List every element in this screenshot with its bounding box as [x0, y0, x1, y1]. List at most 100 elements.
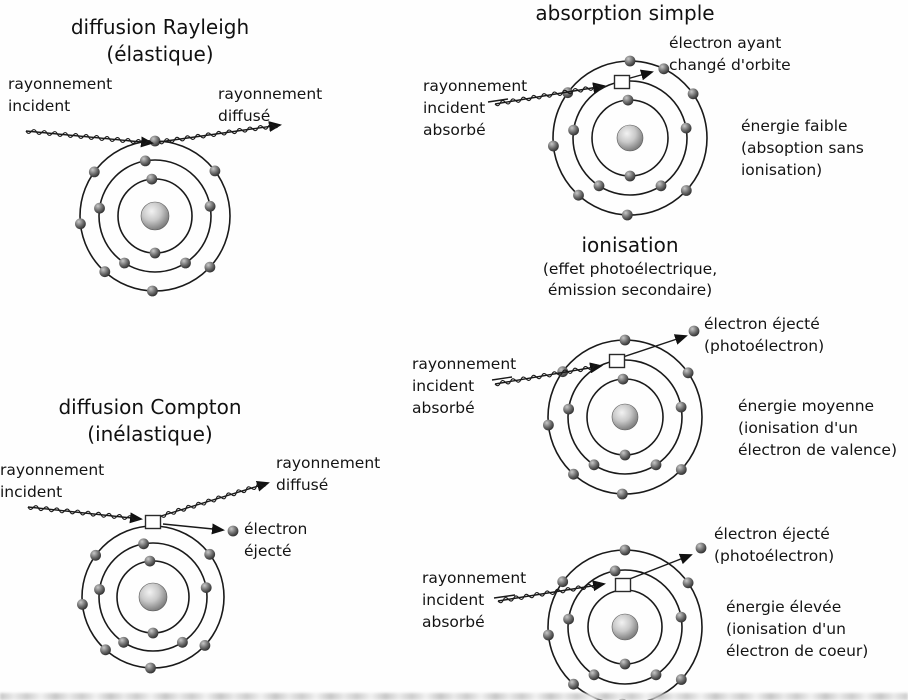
electron [624, 170, 636, 182]
electron [204, 548, 216, 560]
compton-incident-label: rayonnement incident [0, 461, 105, 501]
nucleus [616, 124, 644, 152]
absorption-incident-label: rayonnement incident absorbé [423, 77, 528, 139]
electron [588, 669, 600, 681]
compton-ejection-arrow [162, 523, 225, 535]
electron [199, 640, 211, 651]
nucleus [140, 201, 170, 231]
electron [200, 582, 212, 593]
electron [563, 403, 574, 415]
atom-ionisation-high [543, 544, 703, 700]
electron [622, 94, 634, 106]
ionisation-high-energy-label: énergie élevée (ionisation d'un électron… [726, 598, 869, 660]
electron [77, 599, 88, 610]
electron [650, 669, 662, 681]
rayleigh-scattered-label: rayonnement diffusé [218, 85, 323, 125]
electron [177, 636, 188, 648]
electron [209, 165, 221, 177]
electron [139, 155, 151, 167]
electron [568, 468, 579, 480]
ionisation-medium-incident-label: rayonnement incident absorbé [412, 355, 517, 417]
electron [680, 122, 692, 134]
electron-shell [567, 569, 683, 685]
absorption-vacancy-square [613, 74, 631, 90]
compton-scattered-label: rayonnement diffusé [276, 454, 381, 494]
compton-ejected-label: électron éjecté [244, 520, 308, 560]
electron [573, 189, 584, 201]
absorption-incident-wave [494, 82, 606, 107]
electron [682, 577, 694, 589]
electron [146, 173, 158, 185]
electron [94, 202, 105, 214]
electron [687, 88, 699, 100]
electron [75, 218, 86, 230]
ionisation-medium-energy-label: énergie moyenne (ionisation d'un électro… [738, 397, 897, 459]
atom-ionisation-medium [543, 334, 703, 500]
nucleus [611, 403, 639, 431]
ionisation-medium-ejected-label: électron éjecté (photoélectron) [704, 315, 825, 355]
photon-arrow-shaft [494, 82, 606, 105]
rayleigh-incident-label: rayonnement incident [8, 75, 113, 115]
absorption-energy-label: énergie faible (absoption sans ionisatio… [741, 117, 864, 179]
ionisation-high-label-dash [493, 594, 516, 599]
ionisation-high-incident-wave [497, 580, 606, 604]
electron [675, 464, 687, 475]
photon-wave-squiggle [158, 123, 280, 145]
photon-wave-squiggle [497, 582, 603, 604]
photon-wave-squiggle [27, 505, 139, 522]
electron [144, 555, 156, 567]
electron [650, 459, 662, 471]
electron [138, 538, 150, 550]
electron [94, 584, 105, 595]
compton-vacancy-square [144, 514, 162, 530]
absorption-label-dash [487, 98, 509, 103]
rayleigh-scattered-wave [158, 121, 282, 145]
ionisation-medium-vacancy-square [608, 353, 626, 369]
atom-compton [77, 525, 225, 674]
electron [621, 209, 633, 221]
electron [617, 373, 629, 385]
electron [619, 544, 631, 556]
electron [568, 124, 579, 136]
compton-incident-wave [27, 505, 143, 524]
electron [99, 266, 111, 278]
ionisation-title: ionisation [581, 233, 679, 257]
ionisation-subtitle: (effet photoélectrique, émission seconda… [542, 260, 718, 299]
compton-scattered-wave [160, 480, 270, 518]
photon-arrow-shaft [158, 121, 282, 143]
ionisation-medium-ejected-electron [688, 325, 700, 337]
electron [619, 449, 631, 461]
electron [149, 247, 161, 259]
electron [593, 180, 605, 192]
electron [619, 334, 631, 346]
ionisation-medium-label-dash [491, 376, 513, 381]
compton-subtitle: (inélastique) [87, 422, 213, 446]
absorption-electron-label: électron ayant changé d'orbite [669, 34, 791, 74]
ionisation-high-incident-label: rayonnement incident absorbé [422, 569, 527, 631]
electron [147, 627, 159, 639]
electron [568, 678, 579, 690]
electron [147, 285, 158, 297]
electron [145, 662, 156, 674]
electron [655, 180, 667, 192]
electron [100, 644, 111, 656]
image-edge-artifact [0, 693, 908, 700]
electron [543, 419, 554, 431]
photon-wave-squiggle [160, 483, 267, 518]
electron [118, 636, 129, 648]
electron [619, 658, 631, 670]
electron [90, 549, 101, 561]
nucleus [611, 613, 639, 641]
electron [204, 261, 216, 273]
electron [609, 565, 621, 577]
ionisation-medium-ejection-arrow [619, 334, 688, 359]
photon-arrow-shaft [160, 480, 270, 517]
nucleus [138, 582, 168, 612]
ionisation-medium-incident-wave [494, 362, 603, 387]
photon-wave-squiggle [25, 129, 152, 145]
rayleigh-incident-wave [25, 129, 154, 148]
rayleigh-subtitle: (élastique) [106, 42, 214, 66]
electron [675, 674, 687, 685]
